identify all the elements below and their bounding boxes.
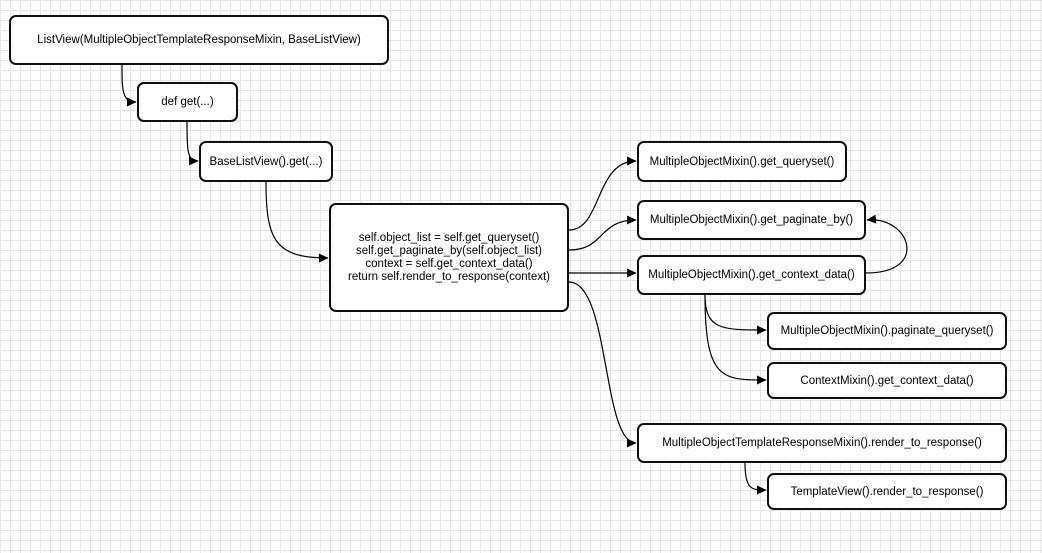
connector-render-to-response-to-template-view	[744, 462, 767, 495]
render-to-response-node[interactable]: MultipleObjectTemplateResponseMixin().re…	[637, 423, 1007, 463]
connector-listview-to-def-get	[121, 64, 137, 107]
connector-get-context-data-to-context-mixin	[704, 294, 767, 385]
paginate-queryset-label: MultipleObjectMixin().paginate_queryset(…	[780, 325, 994, 337]
code-line-context: context = self.get_context_data()	[365, 257, 533, 270]
base-list-view-get-label: BaseListView().get(...)	[209, 155, 323, 168]
context-mixin-get-context-data-node[interactable]: ContextMixin().get_context_data()	[767, 362, 1007, 399]
connector-def-get-to-base-list-view	[186, 121, 199, 166]
connector-base-list-view-to-main-code	[265, 181, 329, 263]
code-line-return: return self.render_to_response(context)	[348, 270, 550, 283]
def-get-label: def get(...)	[161, 96, 214, 108]
listview-class-label: ListView(MultipleObjectTemplateResponseM…	[37, 34, 361, 46]
get-queryset-label: MultipleObjectMixin().get_queryset()	[649, 155, 835, 168]
template-view-render-to-response-label: TemplateView().render_to_response()	[790, 485, 984, 498]
connector-main-code-to-get-queryset	[568, 156, 637, 231]
connector-main-code-to-get-paginate-by	[568, 215, 637, 251]
context-mixin-get-context-data-label: ContextMixin().get_context_data()	[800, 374, 974, 387]
code-line-object-list: self.object_list = self.get_queryset()	[358, 231, 540, 244]
def-get-node[interactable]: def get(...)	[137, 82, 238, 122]
render-to-response-label: MultipleObjectTemplateResponseMixin().re…	[662, 437, 982, 449]
get-method-body-node[interactable]: self.object_list = self.get_queryset() s…	[329, 203, 569, 312]
connector-get-context-data-to-paginate-queryset	[704, 294, 767, 335]
get-paginate-by-label: MultipleObjectMixin().get_paginate_by()	[649, 214, 854, 226]
code-line-paginate-by: self.get_paginate_by(self.object_list)	[355, 244, 543, 257]
get-context-data-node[interactable]: MultipleObjectMixin().get_context_data()	[637, 255, 866, 295]
template-view-render-to-response-node[interactable]: TemplateView().render_to_response()	[767, 473, 1007, 510]
connector-main-code-to-render-to-response	[568, 281, 637, 448]
paginate-queryset-node[interactable]: MultipleObjectMixin().paginate_queryset(…	[767, 312, 1007, 350]
listview-class-node[interactable]: ListView(MultipleObjectTemplateResponseM…	[9, 15, 389, 65]
get-context-data-label: MultipleObjectMixin().get_context_data()	[648, 269, 855, 281]
base-list-view-get-node[interactable]: BaseListView().get(...)	[199, 141, 333, 182]
connector-get-context-data-to-get-paginate-by	[865, 214, 908, 274]
get-queryset-node[interactable]: MultipleObjectMixin().get_queryset()	[637, 141, 847, 182]
get-paginate-by-node[interactable]: MultipleObjectMixin().get_paginate_by()	[637, 200, 866, 240]
get-method-code-block: self.object_list = self.get_queryset() s…	[348, 232, 550, 284]
